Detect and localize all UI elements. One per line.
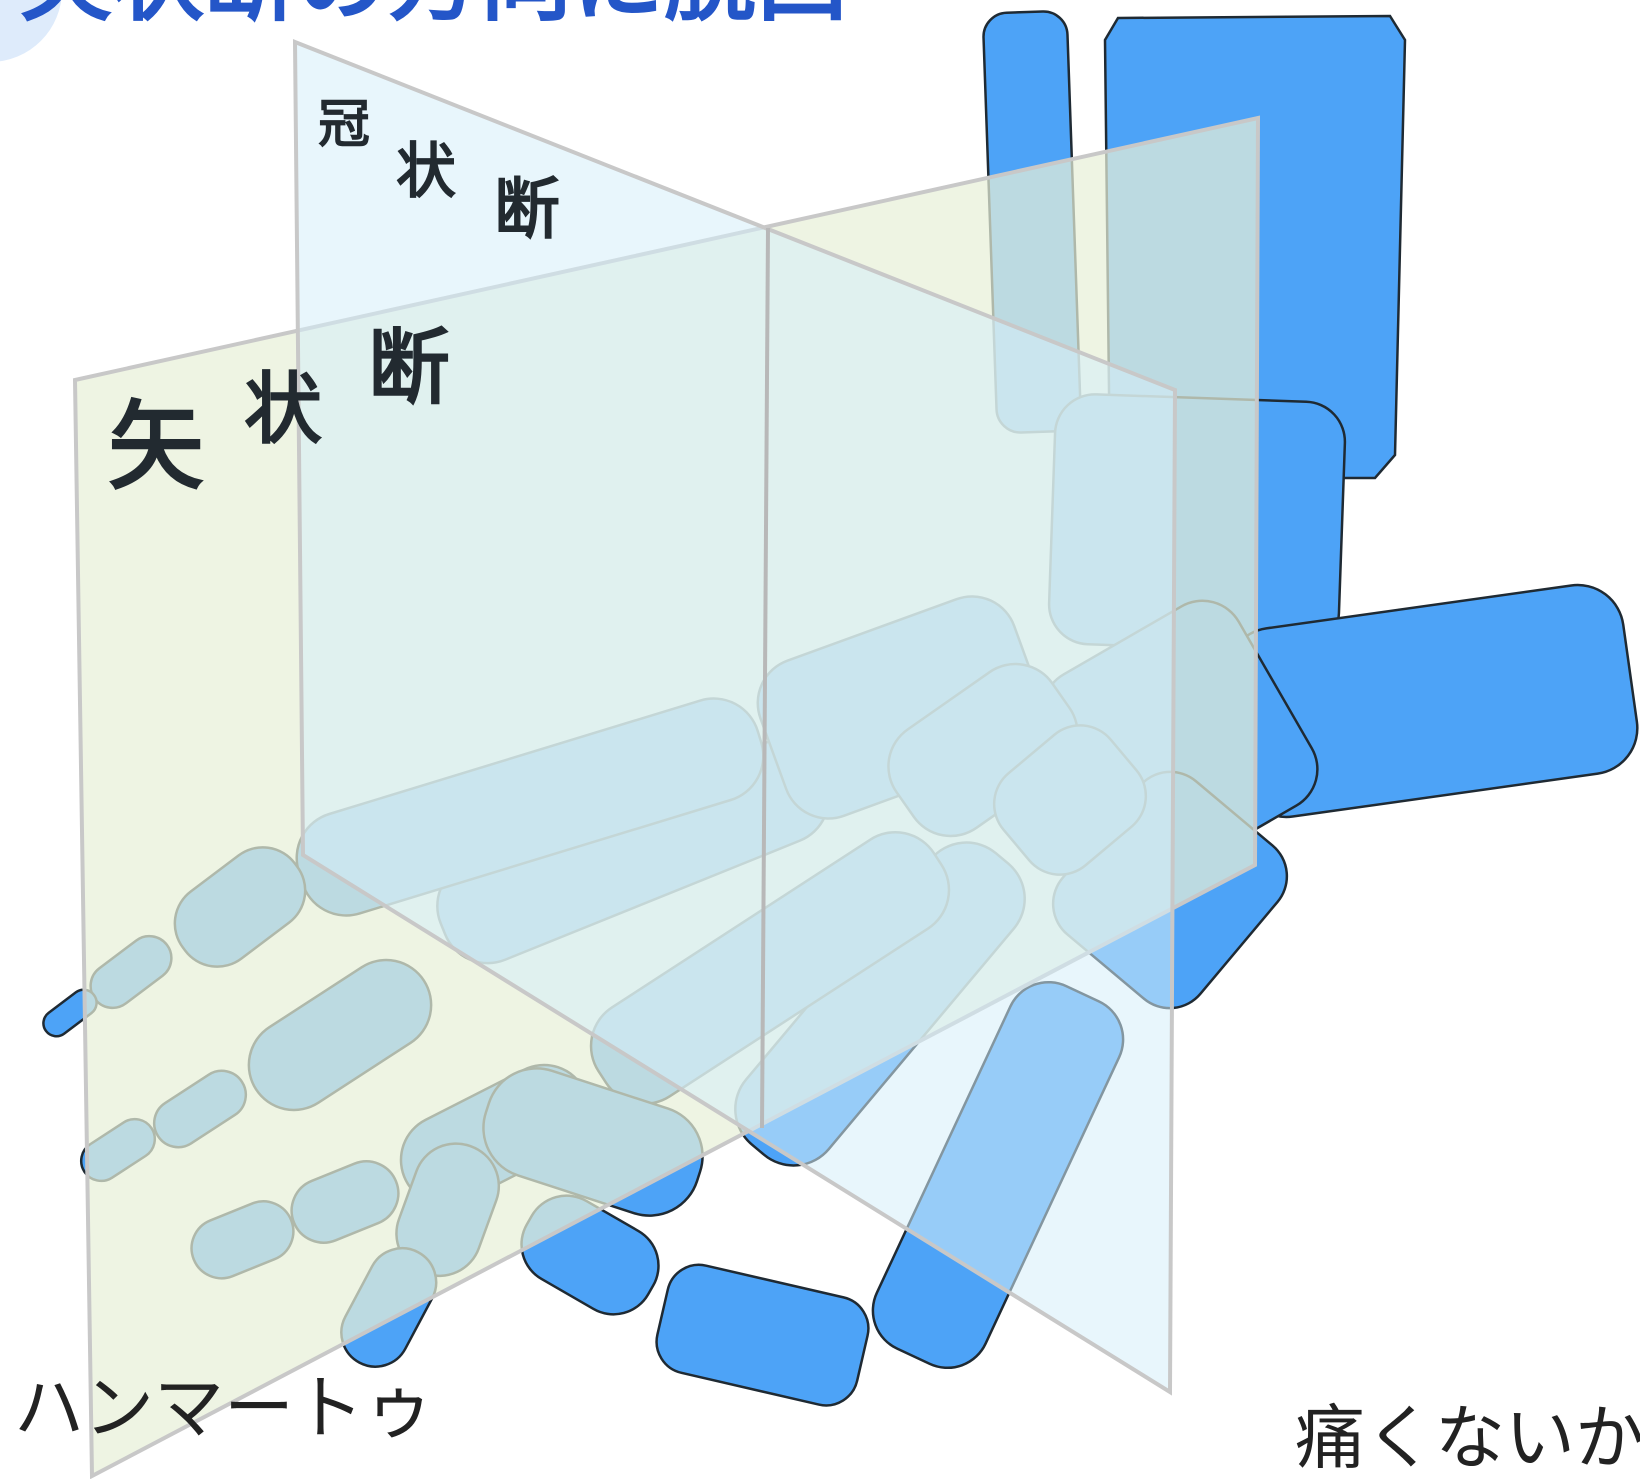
sagittal-char-3: 断 [368, 320, 450, 416]
coronal-char-1: 冠 [318, 94, 370, 155]
plane-intersection-line [760, 227, 770, 1129]
coronal-char-2: 状 [396, 137, 457, 207]
corner-circle [0, 0, 62, 62]
small-toe-proximal [655, 1263, 870, 1407]
sagittal-label: 矢 状 断 [108, 320, 450, 503]
coronal-plane [292, 39, 1178, 1396]
page-title: 矢状断の方向に脱臼 [20, 0, 848, 34]
sagittal-char-1: 矢 [108, 390, 204, 503]
sagittal-char-2: 状 [244, 364, 323, 455]
coronal-label: 冠 状 断 [318, 94, 560, 248]
caption-painless: 痛くないか [1295, 1397, 1640, 1479]
coronal-char-3: 断 [494, 170, 560, 248]
caption-hammertoe: ハンマートゥ [14, 1367, 434, 1449]
